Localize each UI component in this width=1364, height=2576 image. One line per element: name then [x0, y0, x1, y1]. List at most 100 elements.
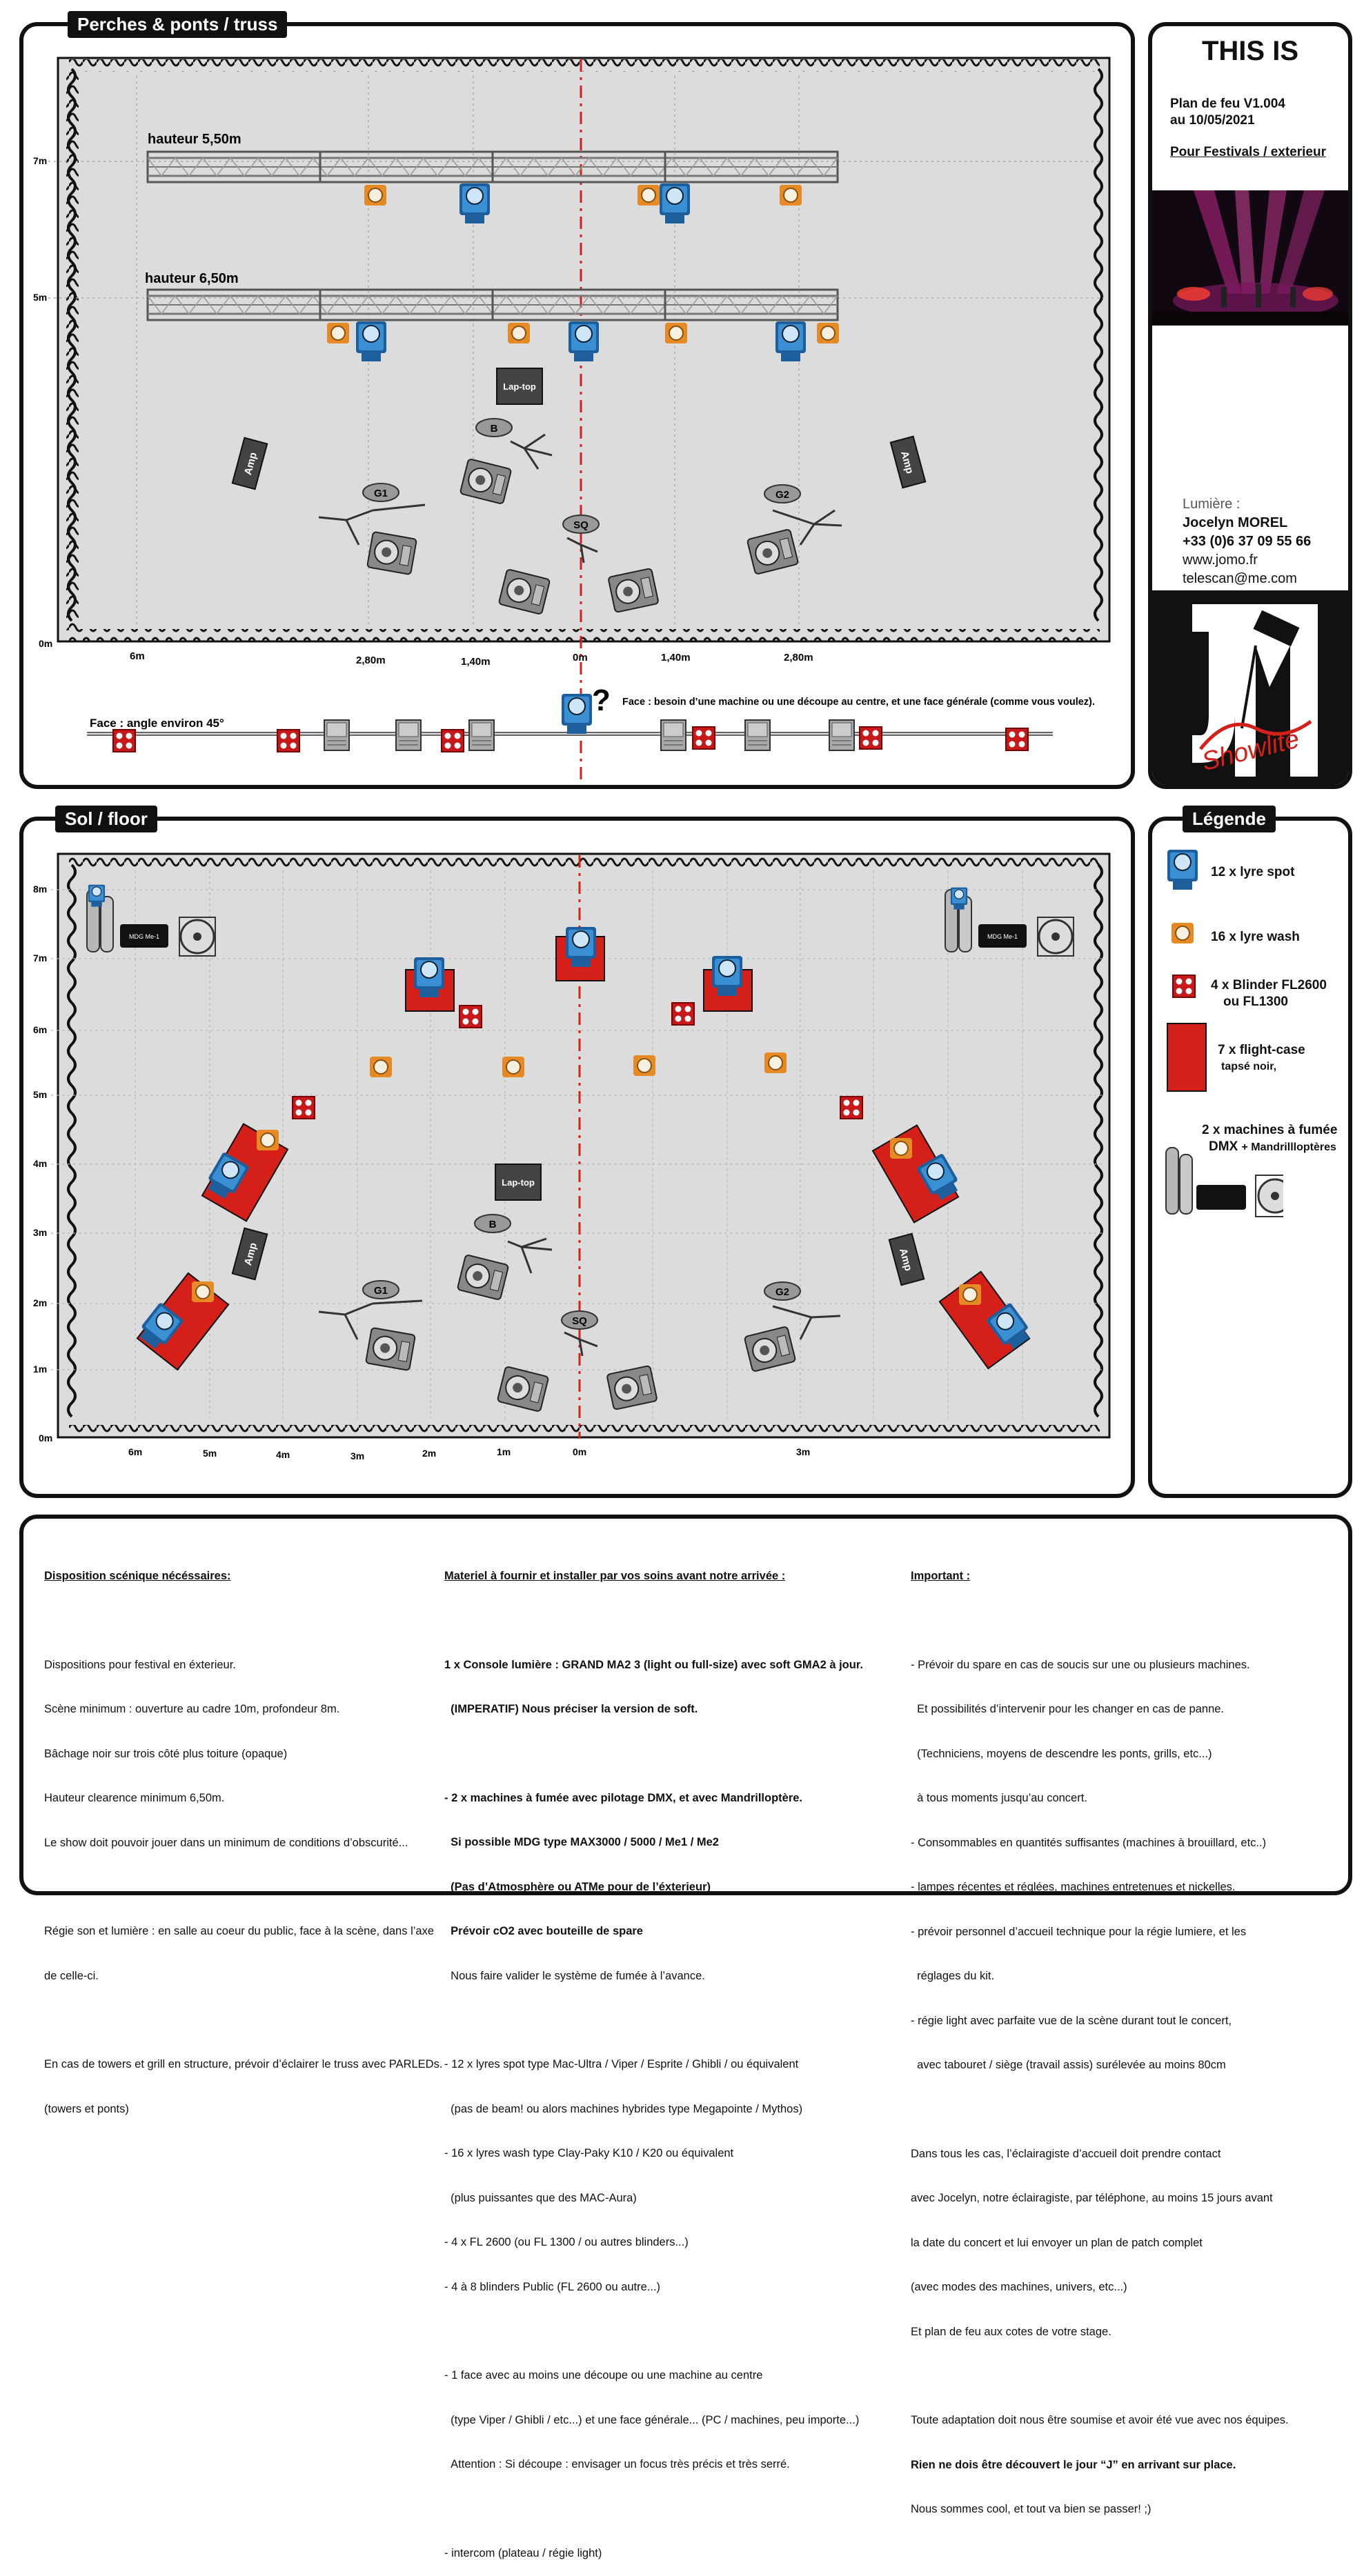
blinder — [671, 1002, 695, 1026]
contact-web[interactable]: www.jomo.fr — [1183, 552, 1258, 568]
col3-line: à tous moments jusqu’au concert. — [911, 1792, 1087, 1804]
col3-line: (avec modes des machines, univers, etc..… — [911, 2281, 1127, 2293]
legend-title: Légende — [1183, 806, 1276, 832]
col2-line: - 2 x machines à fumée avec pilotage DMX… — [444, 1791, 803, 1804]
floor-mic-tag-g2-label: G2 — [775, 1286, 789, 1298]
mic-stand-b — [510, 433, 553, 470]
mic-stand-g1 — [318, 503, 426, 546]
y-tick-0m: 0m — [39, 638, 52, 649]
legend-smoke-dmx: DMX — [1209, 1139, 1238, 1154]
face-label: Face : angle environ 45° — [90, 717, 224, 730]
jm-showlite-logo: Showlite — [1152, 590, 1348, 785]
wash-fixture — [633, 1055, 656, 1077]
col1-line: (towers et ponts) — [44, 2102, 129, 2115]
floor-mic-tag-sq — [561, 1310, 598, 1330]
floor-mic-tag-b-label: B — [489, 1219, 497, 1230]
floor-plan-drawing: 8m 7m 6m 5m 4m 3m 2m 1m 0m 6m 5m 4m 3m 2… — [33, 852, 1111, 1461]
col3-line: la date du concert et lui envoyer un pla… — [911, 2236, 1203, 2249]
concert-photo — [1152, 190, 1348, 326]
col2-line: Prévoir cO2 avec bouteille de spare — [444, 1925, 643, 1937]
legend-wash-label: 16 x lyre wash — [1211, 930, 1300, 944]
smoke-machine-right: MDG Me-1 — [944, 888, 1075, 957]
x-tick: 2m — [422, 1448, 436, 1459]
wash-fixture — [256, 1129, 279, 1151]
mic-stand-sq — [566, 537, 598, 563]
x-tick: 3m — [350, 1450, 364, 1461]
col2-line: (plus puissantes que des MAC-Aura) — [444, 2191, 637, 2204]
contact-email[interactable]: telescan@me.com — [1183, 571, 1297, 586]
contact-role: Lumière : — [1183, 497, 1241, 512]
col2-line: - 12 x lyres spot type Mac-Ultra / Viper… — [444, 2058, 799, 2070]
floor-mic-tag-g2 — [764, 1281, 801, 1301]
plan-purpose: Pour Festivals / exterieur — [1170, 145, 1326, 159]
x-tick: 0m — [573, 652, 588, 663]
col3-line: Et plan de feu aux cotes de votre stage. — [911, 2325, 1111, 2338]
mic-tag-sq — [562, 515, 600, 534]
col2-line: 1 x Console lumière : GRAND MA2 3 (light… — [444, 1658, 863, 1671]
mic-tag-b — [475, 418, 513, 437]
notes-panel — [19, 1515, 1352, 1895]
y-tick: 7m — [33, 952, 47, 963]
col3-line: - Prévoir du spare en cas de soucis sur … — [911, 1658, 1250, 1671]
wash-fixture — [958, 1284, 982, 1306]
col1-heading: Disposition scénique nécéssaires: — [44, 1570, 231, 1582]
col3-line: réglages du kit. — [911, 1970, 995, 1982]
floor-mic-tag-g1 — [362, 1280, 399, 1299]
col1-line: Le show doit pouvoir jouer dans un minim… — [44, 1836, 408, 1849]
col2-line: (IMPERATIF) Nous préciser la version de … — [444, 1703, 698, 1715]
truss-plan-drawing: 7m 5m 0m 6m 2,80m 1,40m 0m 1,40m 2,80m h… — [33, 57, 1111, 783]
floor-laptop-label: Lap-top — [502, 1177, 535, 1188]
amp-left — [231, 437, 268, 490]
col3-line: (Techniciens, moyens de descendre les po… — [911, 1747, 1212, 1760]
y-tick: 1m — [33, 1364, 47, 1375]
legend-smoke-icon — [1165, 1147, 1283, 1217]
col1-line: Hauteur clearence minimum 6,50m. — [44, 1792, 225, 1804]
col2-line: - intercom (plateau / régie light) — [444, 2546, 602, 2559]
col3-line: Dans tous les cas, l’éclairagiste d’accu… — [911, 2147, 1221, 2160]
notes-col-2: Materiel à fournir et installer par vos … — [444, 1539, 900, 2576]
col1-line: En cas de towers et grill en structure, … — [44, 2058, 443, 2070]
legend-flightcase-label: 7 x flight-case — [1218, 1043, 1305, 1057]
blinder — [840, 1096, 863, 1119]
notes-col-1: Disposition scénique nécéssaires: Dispos… — [44, 1539, 451, 2132]
col3-line: Rien ne dois être découvert le jour “J” … — [911, 2458, 1236, 2471]
x-tick: 1,40m — [461, 656, 491, 668]
mic-tag-g2-label: G2 — [775, 489, 789, 501]
contact-phone: +33 (0)6 37 09 55 66 — [1183, 534, 1312, 549]
laptop-label: Lap-top — [503, 381, 536, 392]
legend-flightcase-label-2: tapsé noir, — [1221, 1061, 1277, 1072]
stage-drape-top — [69, 59, 1100, 72]
col1-line: Régie son et lumière : en salle au coeur… — [44, 1925, 435, 1937]
floor-mic-tag-b — [474, 1214, 511, 1233]
x-tick: 3m — [796, 1446, 810, 1457]
floor-drape-left — [67, 863, 77, 1418]
col1-line: Dispositions pour festival en éxterieur. — [44, 1658, 236, 1671]
floor-drape-top — [69, 855, 1100, 868]
col3-line: avec Jocelyn, notre éclairagiste, par té… — [911, 2192, 1273, 2204]
col2-heading: Materiel à fournir et installer par vos … — [444, 1570, 786, 1582]
y-tick-5m: 5m — [33, 292, 47, 303]
floor-amp-left — [231, 1227, 268, 1281]
legend-smoke-label-2: DMX + Mandrillloptères — [1209, 1139, 1336, 1155]
wash-fixture — [369, 1056, 393, 1078]
x-tick: 6m — [130, 650, 145, 662]
svg-text:MDG Me-1: MDG Me-1 — [129, 933, 159, 940]
plan-date: au 10/05/2021 — [1170, 113, 1255, 128]
col3-line: - lampes récentes et réglées, machines e… — [911, 1881, 1236, 1893]
y-tick: 8m — [33, 883, 47, 895]
drape-right — [1094, 68, 1103, 622]
x-tick: 5m — [203, 1448, 217, 1459]
floor-drape-right — [1094, 863, 1103, 1418]
y-tick: 0m — [39, 1432, 52, 1444]
y-tick: 3m — [33, 1227, 47, 1238]
wash-fixture — [502, 1056, 525, 1078]
legend-spot-label: 12 x lyre spot — [1211, 865, 1295, 879]
legend-smoke-label: 2 x machines à fumée — [1202, 1123, 1338, 1137]
col3-line: Nous sommes cool, et tout va bien se pas… — [911, 2503, 1152, 2515]
col2-line: - 4 x FL 2600 (ou FL 1300 / ou autres bl… — [444, 2236, 689, 2248]
col3-line: Et possibilités d’intervenir pour les ch… — [911, 1703, 1225, 1715]
legend-icons — [1165, 850, 1283, 1217]
col3-line: avec tabouret / siège (travail assis) su… — [911, 2059, 1226, 2071]
col2-line: (Pas d’Atmosphère ou ATMe pour de l’éxte… — [444, 1880, 711, 1893]
plan-version: Plan de feu V1.004 — [1170, 97, 1285, 111]
